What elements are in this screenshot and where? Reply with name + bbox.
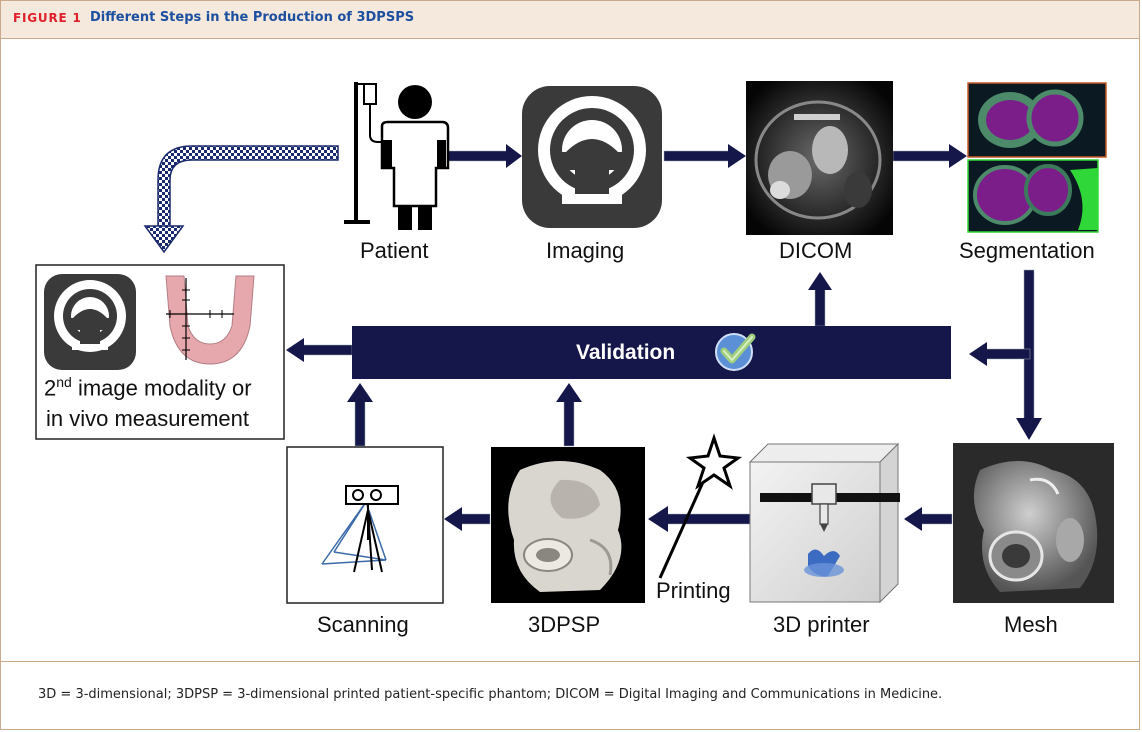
- printer-icon: [748, 442, 900, 604]
- figure-label: FIGURE 1: [13, 11, 82, 25]
- arrow-phantom-to-validation: [556, 383, 582, 447]
- label-alt-modality-line2: in vivo measurement: [46, 406, 249, 431]
- label-alt-modality-line1: 2nd image modality or: [44, 374, 252, 401]
- label-dicom: DICOM: [779, 238, 853, 263]
- patient-icon: [344, 82, 450, 230]
- mesh-image: [953, 443, 1114, 603]
- label-imaging: Imaging: [546, 238, 625, 263]
- figure-header: FIGURE 1 Different Steps in the Producti…: [1, 1, 1139, 39]
- label-validation: Validation: [576, 341, 676, 364]
- scanner-icon: [522, 86, 662, 228]
- figure-title: Different Steps in the Production of 3DP…: [90, 10, 415, 25]
- arrow-mesh-to-printer: [904, 507, 953, 531]
- label-alt-rest: image modality or: [71, 375, 252, 401]
- arrow-dicom-to-segmentation: [892, 144, 967, 168]
- printing-wand-icon: [658, 433, 743, 579]
- segmentation-image: [967, 82, 1107, 233]
- figure-caption: 3D = 3-dimensional; 3DPSP = 3-dimensiona…: [38, 687, 943, 702]
- tripod-scanner-icon: [321, 485, 399, 573]
- caption-divider: [1, 661, 1139, 662]
- arrow-phantom-to-scanning: [444, 507, 491, 531]
- arrow-to-validation-right: [969, 342, 1031, 366]
- label-mesh: Mesh: [1004, 612, 1058, 637]
- workflow-diagram: [35, 81, 1114, 604]
- label-scanning: Scanning: [317, 612, 409, 637]
- dicom-image: [746, 81, 893, 235]
- label-segmentation: Segmentation: [959, 238, 1095, 263]
- arrow-segmentation-to-mesh: [1016, 269, 1042, 440]
- arrow-validation-to-dicom: [808, 272, 832, 327]
- label-phantom: 3DPSP: [528, 612, 601, 637]
- arrow-scanning-to-validation: [347, 383, 373, 447]
- vessel-measurement-icon: [165, 275, 255, 365]
- label-printing: Printing: [656, 578, 731, 603]
- arrow-validation-to-alt: [286, 338, 353, 362]
- label-alt-base: 2: [44, 375, 57, 401]
- arrow-patient-to-imaging: [441, 144, 522, 168]
- phantom-image: [491, 447, 645, 603]
- small-scanner-icon: [44, 274, 136, 370]
- label-alt-sup: nd: [56, 374, 72, 390]
- validation-bar: [352, 326, 951, 379]
- arrow-printer-to-phantom: [648, 506, 754, 532]
- label-printer: 3D printer: [773, 612, 870, 637]
- checkered-feedback-arrow: [143, 145, 339, 254]
- check-icon: [715, 333, 756, 371]
- arrow-imaging-to-dicom: [663, 144, 746, 168]
- label-patient: Patient: [360, 238, 429, 263]
